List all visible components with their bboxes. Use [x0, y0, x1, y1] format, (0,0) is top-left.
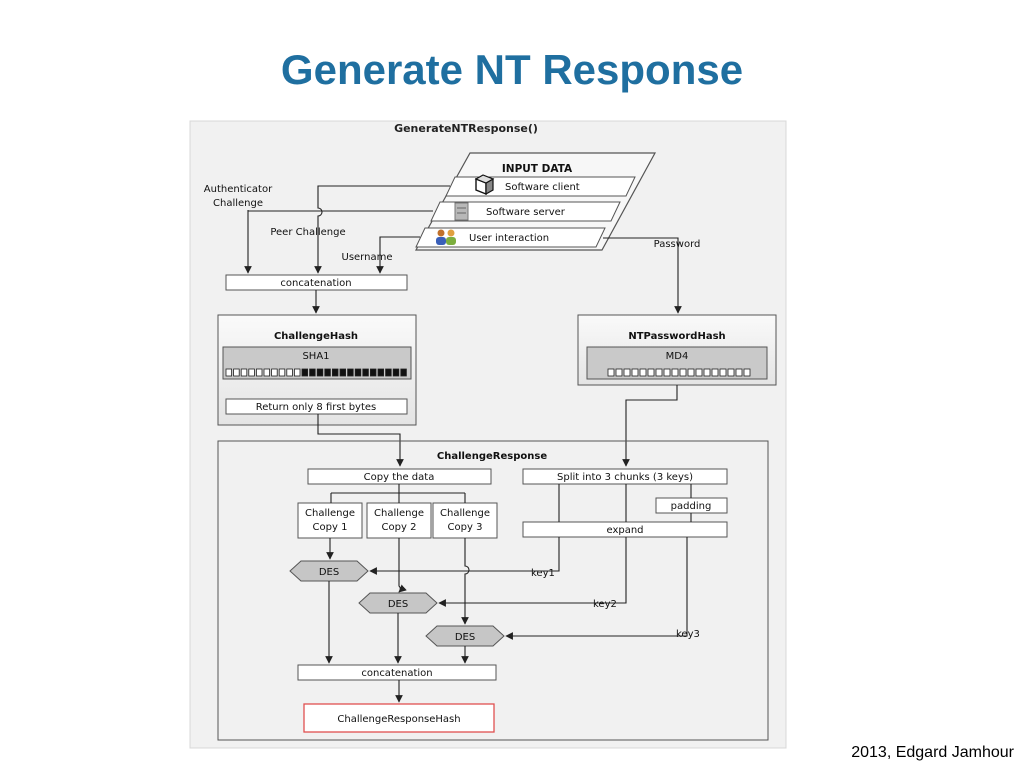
server-icon — [454, 202, 469, 221]
hash-cell — [663, 368, 671, 377]
software-client-label: Software client — [505, 182, 580, 193]
hash-cell — [316, 368, 324, 377]
return-8-bytes-label: Return only 8 first bytes — [256, 402, 377, 413]
expand-box — [522, 521, 728, 538]
hash-cell — [240, 368, 248, 377]
users-icon — [436, 229, 456, 245]
hash-cell — [727, 368, 735, 377]
concatenation-top-label: concatenation — [280, 278, 351, 289]
challenge-copy-2-box — [366, 502, 432, 539]
challenge-response-box — [217, 440, 769, 741]
hash-cell — [278, 368, 286, 377]
key2-label: key2 — [593, 599, 617, 610]
hash-cell — [377, 368, 384, 377]
peer-challenge-label: Peer Challenge — [270, 227, 345, 238]
hash-cell — [711, 368, 719, 377]
concatenation-bottom-label: concatenation — [361, 668, 432, 679]
slide-title: Generate NT Response — [280, 46, 744, 93]
des-1-label: DES — [319, 567, 339, 578]
hash-cell — [695, 368, 703, 377]
software-client-icon — [474, 174, 495, 196]
user-interaction-label: User interaction — [469, 233, 549, 244]
password-label: Password — [654, 239, 701, 250]
challenge-response-title: ChallengeResponse — [437, 451, 547, 462]
expand-label: expand — [606, 525, 643, 536]
hash-cell — [255, 368, 263, 377]
hash-cell — [400, 368, 407, 377]
hash-cell — [271, 368, 278, 377]
hash-cell — [639, 368, 647, 377]
challenge-copy-3-box — [432, 502, 498, 539]
key3-label: key3 — [676, 629, 700, 640]
authenticator-challenge-label-2: Challenge — [213, 198, 263, 209]
challenge-copy-2-line1: Challenge — [374, 508, 424, 519]
hash-cell — [687, 368, 695, 377]
hash-cell — [655, 368, 663, 377]
hash-cell — [301, 368, 308, 377]
des-3-hexagon — [425, 625, 505, 647]
hash-cell — [225, 368, 232, 377]
hash-cell — [719, 368, 727, 377]
slide-footer: 2013, Edgard Jamhour — [851, 744, 1014, 761]
padding-label: padding — [671, 501, 712, 512]
challenge-copy-3-line2: Copy 3 — [448, 522, 483, 533]
hash-cell — [631, 368, 639, 377]
challenge-copy-2-line2: Copy 2 — [382, 522, 417, 533]
hash-cell — [293, 368, 301, 377]
hash-cell — [324, 368, 331, 377]
hash-cell — [615, 368, 623, 377]
des-1-hexagon — [289, 560, 369, 582]
hash-cell — [369, 368, 377, 377]
hash-cell — [623, 368, 631, 377]
hash-cell — [647, 368, 655, 377]
challenge-response-hash-box — [303, 703, 495, 733]
split-box — [522, 468, 728, 485]
challenge-hash-title: ChallengeHash — [274, 331, 358, 342]
hash-cell — [263, 368, 270, 377]
hash-cell — [392, 368, 400, 377]
diagram-title: GenerateNTResponse() — [394, 122, 538, 135]
key1-label: key1 — [531, 568, 555, 579]
hash-cell — [233, 368, 240, 377]
input-item-user-interaction — [415, 227, 606, 248]
username-label: Username — [342, 252, 393, 263]
split-label: Split into 3 chunks (3 keys) — [557, 472, 693, 483]
software-server-label: Software server — [486, 207, 566, 218]
challenge-copy-1-line2: Copy 1 — [313, 522, 348, 533]
hash-cell — [703, 368, 711, 377]
hash-cell — [679, 368, 687, 377]
hash-cell — [362, 368, 369, 377]
hash-cell — [735, 368, 743, 377]
sha1-label: SHA1 — [302, 351, 329, 362]
hash-cell — [607, 368, 615, 377]
des-2-label: DES — [388, 599, 408, 610]
hash-cell — [354, 368, 362, 377]
challenge-copy-3-line1: Challenge — [440, 508, 490, 519]
hash-cell — [309, 368, 316, 377]
nt-password-hash-title: NTPasswordHash — [628, 331, 725, 342]
hash-cell — [743, 368, 751, 377]
hash-cell — [339, 368, 346, 377]
hash-cell — [385, 368, 392, 377]
copy-data-label: Copy the data — [364, 472, 435, 483]
input-data-heading: INPUT DATA — [502, 163, 573, 175]
hash-cell — [347, 368, 354, 377]
authenticator-challenge-label-1: Authenticator — [204, 184, 273, 195]
hash-cell — [286, 368, 293, 377]
hash-cell — [248, 368, 255, 377]
hash-cell — [671, 368, 679, 377]
sha1-bits — [225, 368, 407, 377]
des-2-hexagon — [358, 592, 438, 614]
challenge-copy-1-line1: Challenge — [305, 508, 355, 519]
challenge-copy-1-box — [297, 502, 363, 539]
challenge-response-hash-label: ChallengeResponseHash — [337, 714, 460, 725]
md4-bits — [607, 368, 751, 377]
hash-cell — [331, 368, 339, 377]
concatenation-bottom-box — [297, 664, 497, 681]
des-3-label: DES — [455, 632, 475, 643]
input-item-software-server — [430, 201, 621, 222]
md4-label: MD4 — [666, 351, 689, 362]
return-8-bytes-box — [225, 398, 408, 415]
